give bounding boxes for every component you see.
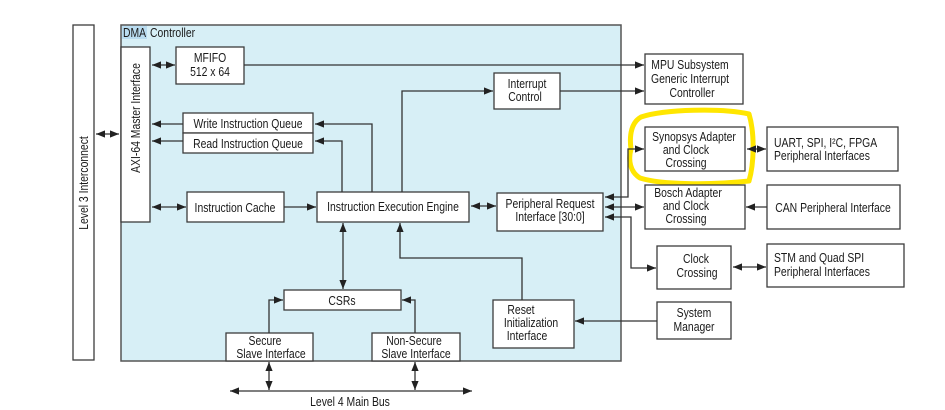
- arrow-pri-clock-crossing: [605, 213, 656, 272]
- synopsys-label-1: Synopsys Adapter: [652, 130, 736, 144]
- mpu-label-2: Generic Interrupt: [651, 72, 730, 86]
- system-manager-label-1: System: [677, 306, 712, 320]
- stm-label-2: Peripheral Interfaces: [774, 265, 870, 279]
- secure-slave-label-2: Slave Interface: [236, 347, 306, 361]
- arrow-iee-interrupt: [401, 87, 493, 192]
- clock-crossing: Clock Crossing: [656, 245, 732, 290]
- secure-slave-interface: Secure Slave Interface: [225, 332, 314, 362]
- reset-initialization-interface: Reset Initialization Interface: [492, 299, 575, 349]
- reset-label-2: Initialization: [504, 316, 558, 330]
- level3-interconnect: Level 3 Interconnect: [72, 24, 95, 361]
- synopsys-label-3: Crossing: [665, 156, 706, 170]
- instruction-execution-engine: Instruction Execution Engine: [316, 191, 470, 223]
- read-instruction-queue-label: Read Instruction Queue: [193, 137, 303, 151]
- instruction-cache: Instruction Cache: [186, 191, 285, 223]
- connections: [96, 61, 767, 395]
- peripheral-request-label-1: Peripheral Request: [506, 197, 596, 211]
- stm-label-1: STM and Quad SPI: [774, 251, 864, 265]
- interrupt-control-label-1: Interrupt: [508, 77, 547, 91]
- reset-label-1: Reset: [507, 303, 535, 317]
- arrow-reset-iee: [396, 223, 523, 300]
- arrow-nonsecure-csrs: [402, 296, 416, 333]
- non-secure-slave-label-2: Slave Interface: [381, 347, 451, 361]
- system-manager-label-2: Manager: [673, 320, 714, 334]
- mfifo-label-2: 512 x 64: [190, 65, 230, 79]
- write-instruction-queue-label: Write Instruction Queue: [193, 117, 302, 131]
- interrupt-control-label-2: Control: [508, 90, 542, 104]
- synopsys-label-2: and Clock: [663, 143, 709, 157]
- non-secure-slave-label-1: Non-Secure: [386, 334, 442, 348]
- dma-controller-title-rest: Controller: [150, 26, 195, 40]
- bosch-adapter-clock-crossing: Bosch Adapter and Clock Crossing: [644, 184, 746, 230]
- can-peripheral-interface: CAN Peripheral Interface: [766, 184, 901, 230]
- mpu-label-1: MPU Subsystem: [651, 58, 729, 72]
- uart-spi-i2c-fpga-interfaces: UART, SPI, I²C, FPGA Peripheral Interfac…: [766, 126, 899, 172]
- arrow-pri-synopsys: [605, 145, 644, 201]
- system-manager: System Manager: [656, 301, 732, 340]
- bosch-label-3: Crossing: [665, 212, 706, 226]
- read-instruction-queue: Read Instruction Queue: [182, 132, 314, 154]
- clock-crossing-label-1: Clock: [683, 252, 709, 266]
- axi-master-interface: AXI-64 Master Interface: [120, 46, 151, 223]
- instruction-execution-engine-label: Instruction Execution Engine: [327, 200, 459, 214]
- mfifo-block: MFIFO 512 x 64: [175, 46, 245, 85]
- stm-quad-spi-interfaces: STM and Quad SPI Peripheral Interfaces: [766, 243, 905, 288]
- csrs-block: CSRs: [283, 289, 402, 311]
- secure-slave-label-1: Secure: [249, 334, 282, 348]
- dma-controller-title-dma: DMA: [123, 26, 146, 40]
- axi-master-interface-label: AXI-64 Master Interface: [129, 63, 143, 173]
- arrow-iee-readiq: [315, 137, 343, 192]
- clock-crossing-label-2: Crossing: [676, 266, 717, 280]
- mpu-label-3: Controller: [669, 86, 714, 100]
- level4-main-bus-label: Level 4 Main Bus: [310, 395, 390, 409]
- title-selection-highlight: [122, 26, 147, 39]
- mfifo-label-1: MFIFO: [194, 51, 226, 65]
- bosch-label-2: and Clock: [663, 199, 709, 213]
- instruction-cache-label: Instruction Cache: [195, 201, 276, 215]
- level3-interconnect-label: Level 3 Interconnect: [77, 136, 91, 230]
- synopsys-adapter-clock-crossing: Synopsys Adapter and Clock Crossing: [644, 126, 746, 172]
- reset-label-3: Interface: [507, 329, 548, 343]
- arrow-secure-csrs: [268, 296, 283, 333]
- uart-label-2: Peripheral Interfaces: [774, 149, 870, 163]
- bosch-label-1: Bosch Adapter: [654, 186, 722, 200]
- non-secure-slave-interface: Non-Secure Slave Interface: [371, 332, 461, 362]
- peripheral-request-interface: Peripheral Request Interface [30:0]: [496, 192, 604, 232]
- arrow-iee-writeiq: [315, 120, 373, 192]
- peripheral-request-label-2: Interface [30:0]: [515, 210, 584, 224]
- write-instruction-queue: Write Instruction Queue: [182, 112, 314, 134]
- mpu-generic-interrupt-controller: MPU Subsystem Generic Interrupt Controll…: [644, 53, 744, 105]
- csrs-label: CSRs: [328, 294, 355, 308]
- interrupt-control: Interrupt Control: [493, 72, 561, 110]
- can-label: CAN Peripheral Interface: [775, 201, 891, 215]
- uart-label-1: UART, SPI, I²C, FPGA: [774, 136, 877, 150]
